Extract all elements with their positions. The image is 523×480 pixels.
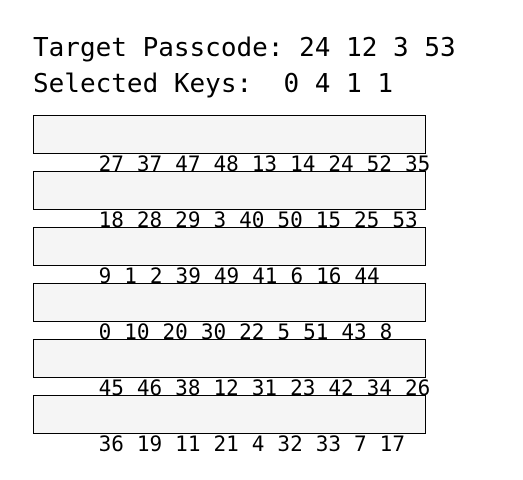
- key[interactable]: 0: [98, 320, 112, 344]
- target-passcode-line: Target Passcode: 24 12 3 53: [33, 33, 456, 63]
- key[interactable]: 21: [213, 432, 239, 456]
- key[interactable]: 6: [290, 264, 304, 288]
- key-row-6[interactable]: 36 19 11 21 4 32 33 7 17: [33, 395, 426, 456]
- key[interactable]: 2: [149, 264, 163, 288]
- key[interactable]: 7: [354, 432, 367, 456]
- key[interactable]: 8: [379, 320, 393, 344]
- key[interactable]: 17: [379, 432, 405, 456]
- key[interactable]: 11: [175, 432, 201, 456]
- key[interactable]: 3: [213, 208, 227, 232]
- key[interactable]: 33: [315, 432, 342, 456]
- target-passcode-value: 24 12 3 53: [299, 33, 456, 63]
- key[interactable]: 9: [98, 264, 112, 288]
- key[interactable]: 4: [251, 432, 265, 456]
- selected-keys-value: 0 4 1 1: [283, 69, 394, 99]
- key[interactable]: 32: [277, 432, 303, 456]
- selected-keys-line: Selected Keys: 0 4 1 1: [33, 69, 393, 99]
- key[interactable]: 36: [98, 432, 124, 456]
- target-passcode-label: Target Passcode:: [33, 33, 284, 63]
- key-list: 36 19 11 21 4 32 33 7 17: [48, 408, 405, 480]
- key[interactable]: 19: [136, 432, 163, 456]
- selected-keys-label: Selected Keys:: [33, 69, 253, 99]
- key[interactable]: 1: [124, 264, 137, 288]
- key[interactable]: 5: [277, 320, 291, 344]
